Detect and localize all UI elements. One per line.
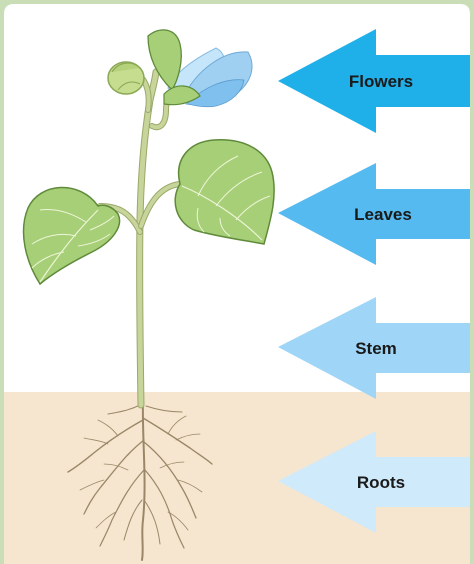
flower-bud (108, 62, 144, 94)
arrow-label-flowers: Flowers (349, 72, 413, 91)
right-leaf (175, 140, 274, 244)
arrow-label-leaves: Leaves (354, 205, 412, 224)
arrow-label-roots: Roots (357, 473, 405, 492)
arrow-label-stem: Stem (355, 339, 397, 358)
